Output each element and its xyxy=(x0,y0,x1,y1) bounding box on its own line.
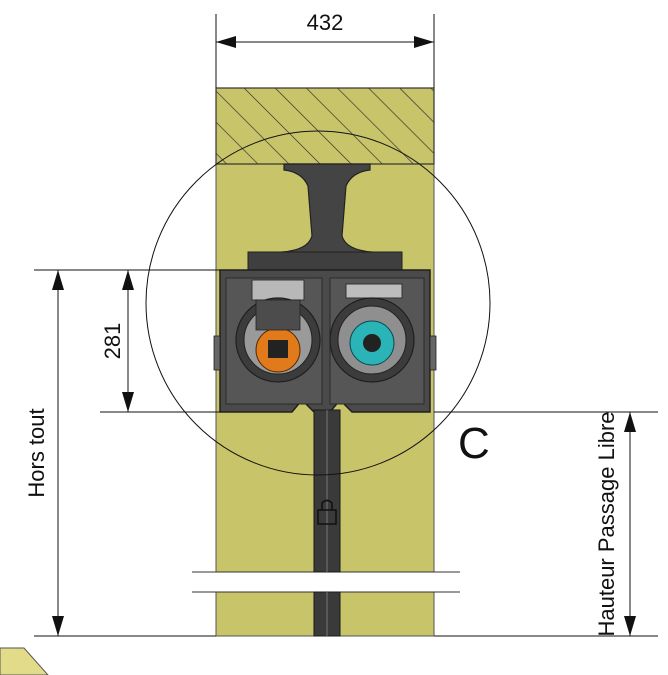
door-leaf xyxy=(313,409,341,637)
width-label: 432 xyxy=(307,10,344,35)
left-roller-assembly xyxy=(235,279,321,383)
width-dimension: 432 xyxy=(215,10,435,88)
corner-fragment xyxy=(0,647,49,675)
height-label: 281 xyxy=(100,323,125,360)
mounting-plate xyxy=(247,251,403,271)
hatched-lintel xyxy=(215,87,435,165)
clear-height-label: Hauteur Passage Libre xyxy=(594,411,619,636)
left-bracket xyxy=(251,279,305,301)
detail-circle xyxy=(145,130,491,476)
clear-height-dimension: Hauteur Passage Libre xyxy=(434,411,658,637)
detail-label-c: C xyxy=(458,419,490,468)
height-281-dimension: 281 xyxy=(100,269,220,413)
right-bracket xyxy=(345,283,403,299)
lock-symbol xyxy=(317,499,337,525)
overall-label: Hors tout xyxy=(24,408,49,497)
break-gap xyxy=(200,572,460,592)
overall-height-dimension: Hors tout xyxy=(24,269,216,637)
right-roller-assembly xyxy=(329,283,415,383)
